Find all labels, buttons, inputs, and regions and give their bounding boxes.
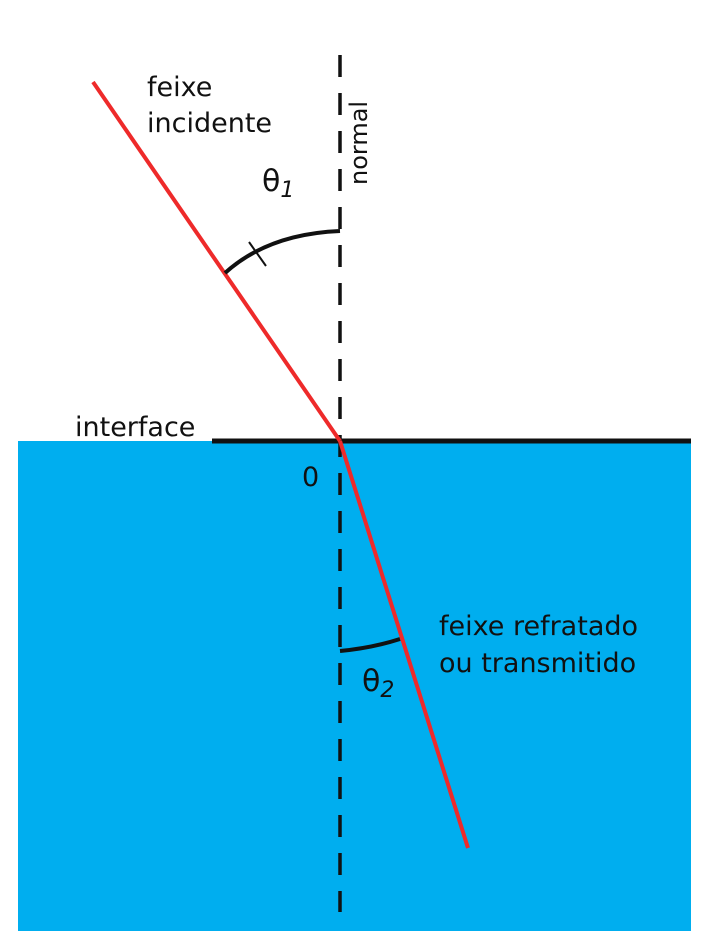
interface-label: interface [75,412,196,443]
incident-ray [91,80,342,443]
theta1-label: θ1 [262,164,295,203]
origin-label: 0 [302,462,320,493]
lower-medium [18,441,691,931]
theta1-arc [223,229,341,275]
theta2-arc [339,637,401,653]
theta2-label: θ2 [362,664,395,703]
theta1-subscript: 1 [280,178,295,203]
theta2-subscript: 2 [380,678,395,703]
theta2-symbol: θ [362,664,381,699]
incident-beam-label-line2: incidente [147,108,273,139]
refracted-ray [338,440,470,849]
theta1-symbol: θ [262,164,281,199]
normal-label: normal [345,100,373,185]
refracted-beam-label-line1: feixe refratado [439,611,639,642]
refracted-beam-label-line2: ou transmitido [439,648,637,679]
incident-beam-label-line1: feixe [147,72,213,103]
theta1-tick [248,241,267,267]
